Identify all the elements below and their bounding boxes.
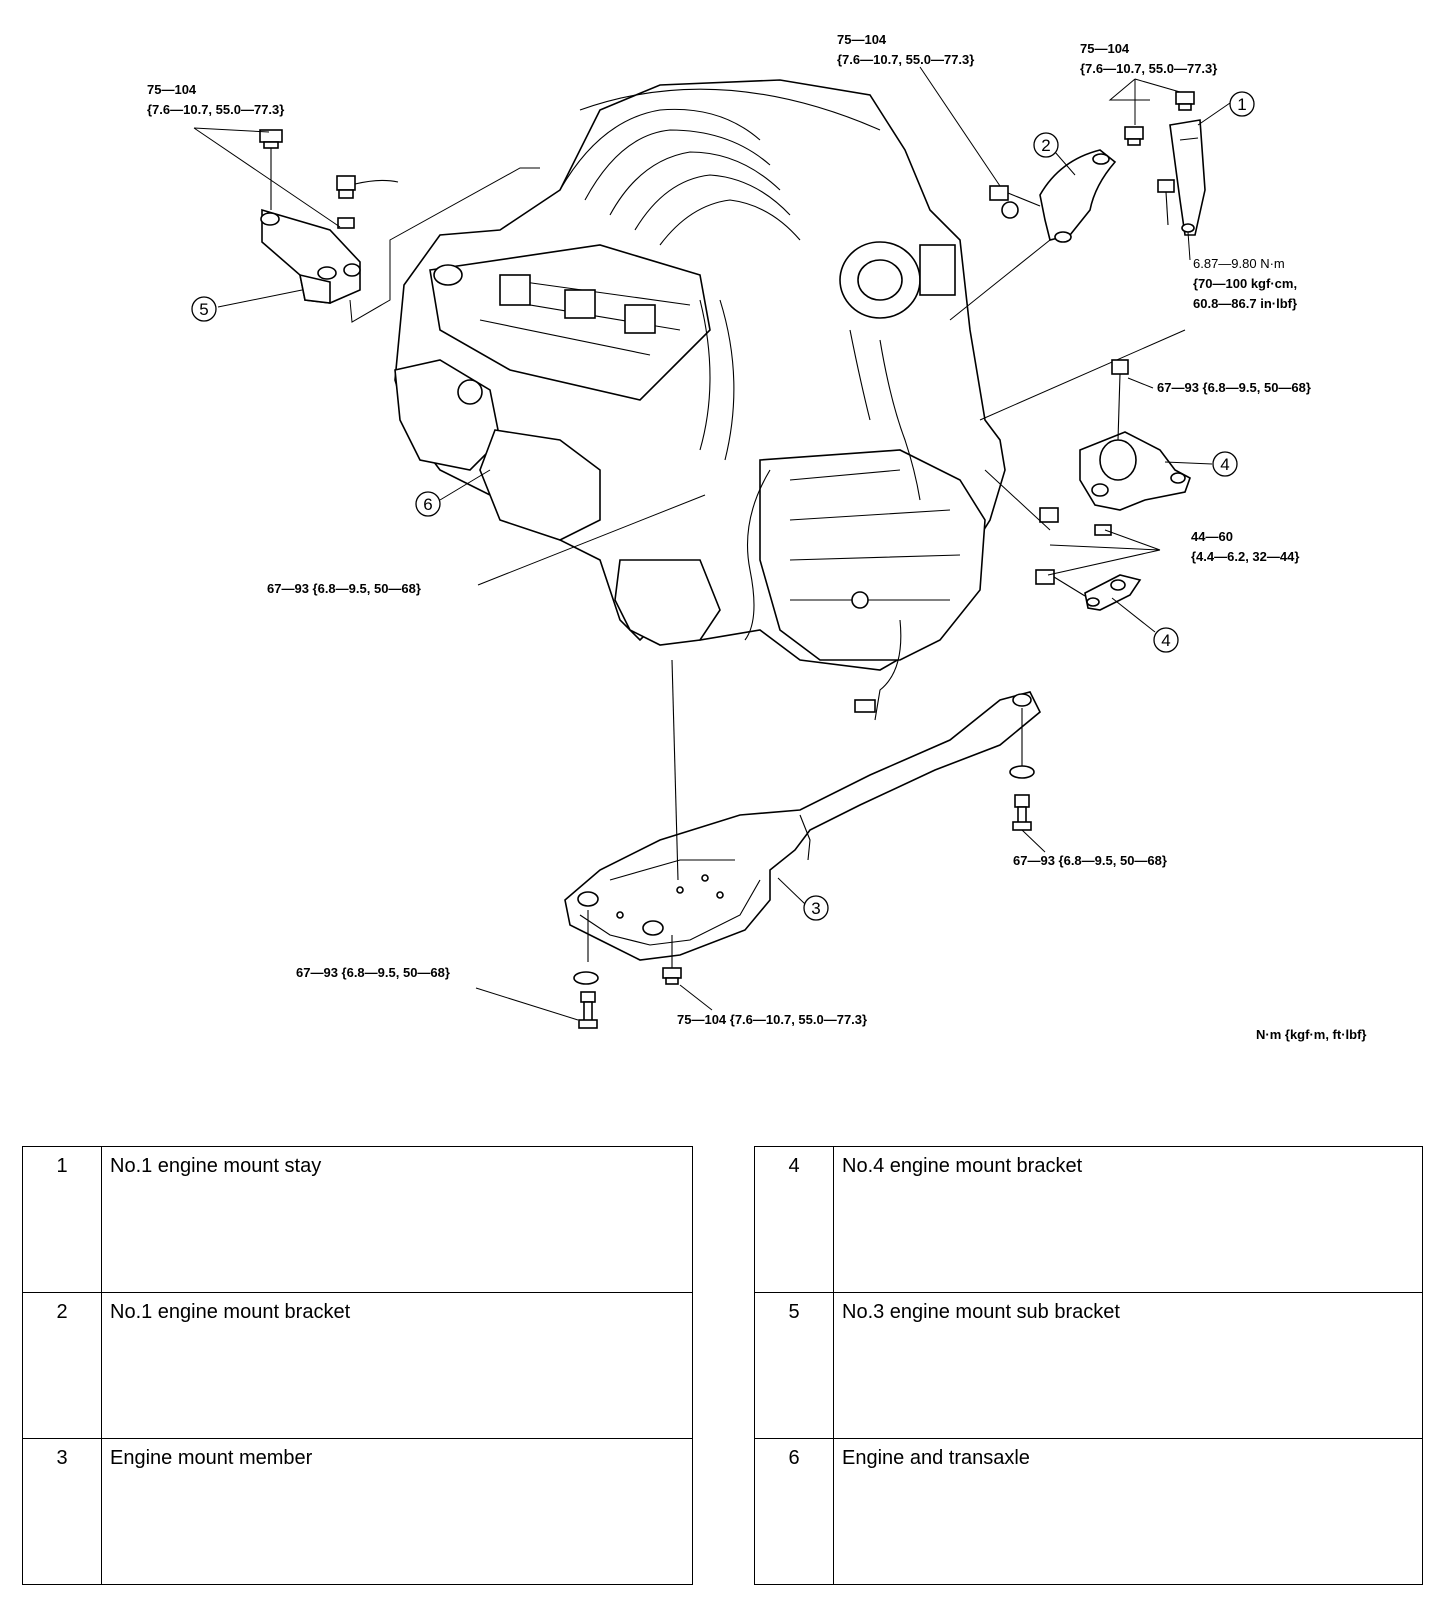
engine-and-transaxle (394, 79, 1019, 721)
leader-mount4-top (1127, 377, 1154, 389)
legend-number: 2 (22, 1292, 102, 1439)
leader-mount4-bottom (1047, 529, 1161, 576)
sub-bracket-no3 (260, 208, 361, 304)
legend-row: 6 Engine and transaxle (754, 1438, 1423, 1585)
svg-text:2: 2 (1041, 136, 1050, 155)
legend-row: 4 No.4 engine mount bracket (754, 1146, 1423, 1293)
engine-mount-diagram: 75—104 {7.6—10.7, 55.0—77.3} 75—104 {7.6… (147, 32, 1367, 1042)
torque-label-mount4-bottom-2: {4.4—6.2, 32—44} (1191, 549, 1299, 564)
leader-member-right (1021, 829, 1046, 853)
leader-member-center (679, 984, 713, 1011)
legend-description: No.1 engine mount bracket (101, 1292, 693, 1439)
torque-label-top-center-2: {7.6—10.7, 55.0—77.3} (837, 52, 974, 67)
legend-table-right: 4 No.4 engine mount bracket 5 No.3 engin… (754, 1146, 1423, 1585)
svg-text:6: 6 (423, 495, 432, 514)
mount4-bolts (1035, 507, 1112, 597)
legend-description: No.3 engine mount sub bracket (833, 1292, 1423, 1439)
torque-label-top-center-1: 75—104 (837, 32, 887, 47)
leader-stay-bolt (1187, 231, 1191, 261)
torque-label-mount4-bottom-1: 44—60 (1191, 529, 1233, 544)
stay-nut-middle (1124, 126, 1144, 146)
torque-label-member-left: 67—93 {6.8—9.5, 50—68} (296, 965, 450, 980)
engine-mount-member (564, 691, 1042, 961)
mount4-top-bolt (1111, 359, 1129, 441)
leader-member-left (475, 987, 579, 1021)
legend-row: 1 No.1 engine mount stay (22, 1146, 693, 1293)
leader-callout-3 (777, 877, 806, 905)
leader-top-right (1108, 78, 1181, 125)
callout-5: 5 (191, 296, 217, 322)
sub-bracket-stud-nut (336, 175, 399, 229)
legend-description: No.4 engine mount bracket (833, 1146, 1423, 1293)
legend-number: 6 (754, 1438, 834, 1585)
member-to-engine-line (671, 659, 679, 881)
member-center-nut (662, 935, 682, 985)
legend-number: 3 (22, 1438, 102, 1585)
leader-callout-2 (1054, 151, 1076, 176)
torque-label-stay-bolt-3: 60.8—86.7 in·lbf} (1193, 296, 1297, 311)
torque-label-mount4-top: 67—93 {6.8—9.5, 50—68} (1157, 380, 1311, 395)
stay-nut-top (1175, 91, 1195, 111)
leader-sub-bracket-engine (349, 167, 540, 323)
leader-callout-6 (439, 469, 491, 501)
member-right-washer-bolt (1009, 708, 1035, 831)
legend-number: 1 (22, 1146, 102, 1293)
leader-callout-4-upper (1164, 461, 1213, 465)
legend-description: Engine mount member (101, 1438, 693, 1585)
legend-row: 5 No.3 engine mount sub bracket (754, 1292, 1423, 1439)
leader-top-left (193, 127, 341, 228)
torque-label-member-center: 75—104 {7.6—10.7, 55.0—77.3} (677, 1012, 867, 1027)
leader-top-center (919, 66, 1001, 187)
sub-bracket-nut (259, 129, 283, 210)
torque-label-top-left-2: {7.6—10.7, 55.0—77.3} (147, 102, 284, 117)
torque-label-stay-bolt-1: 6.87—9.80 N·m (1193, 256, 1285, 271)
leader-callout-1 (1197, 102, 1231, 126)
leader-bracket-engine (949, 239, 1051, 321)
legend-table-left: 1 No.1 engine mount stay 2 No.1 engine m… (22, 1146, 693, 1585)
torque-label-top-left-1: 75—104 (147, 82, 197, 97)
torque-label-stay-bolt-2: {70—100 kgf·cm, (1193, 276, 1297, 291)
torque-label-engine-left: 67—93 {6.8—9.5, 50—68} (267, 581, 421, 596)
engine-mount-no4-upper (1079, 431, 1191, 511)
stay-bolt (1157, 179, 1175, 226)
legend-row: 3 Engine mount member (22, 1438, 693, 1585)
engine-mount-bracket-no1 (1039, 149, 1117, 243)
leader-stay-engine (979, 329, 1186, 421)
torque-label-top-right-2: {7.6—10.7, 55.0—77.3} (1080, 61, 1217, 76)
legend-number: 4 (754, 1146, 834, 1293)
svg-text:5: 5 (199, 300, 208, 319)
leader-callout-4-lower (1111, 597, 1156, 633)
svg-text:3: 3 (811, 899, 820, 918)
legend-description: Engine and transaxle (833, 1438, 1423, 1585)
torque-label-top-right-1: 75—104 (1080, 41, 1130, 56)
legend-row: 2 No.1 engine mount bracket (22, 1292, 693, 1439)
leader-engine-left (477, 494, 706, 586)
svg-text:1: 1 (1237, 95, 1246, 114)
engine-mount-stay-no1 (1169, 119, 1206, 236)
member-left-washer-bolt (573, 910, 599, 1029)
svg-text:4: 4 (1161, 631, 1170, 650)
svg-text:4: 4 (1220, 455, 1229, 474)
leader-mount4-engine (984, 469, 1051, 531)
legend-number: 5 (754, 1292, 834, 1439)
callout-6: 6 (415, 491, 441, 517)
callout-3: 3 (803, 895, 829, 921)
callout-4-lower: 4 (1153, 627, 1179, 653)
legend-description: No.1 engine mount stay (101, 1146, 693, 1293)
callout-4-upper: 4 (1212, 451, 1238, 477)
bracket-bolt-no1 (989, 185, 1041, 207)
engine-mount-no4-lower (1084, 574, 1142, 611)
torque-label-member-right: 67—93 {6.8—9.5, 50—68} (1013, 853, 1167, 868)
callout-1: 1 (1229, 91, 1255, 117)
callout-2: 2 (1033, 132, 1059, 158)
units-label: N·m {kgf·m, ft·lbf} (1256, 1027, 1367, 1042)
leader-callout-5 (217, 289, 303, 308)
